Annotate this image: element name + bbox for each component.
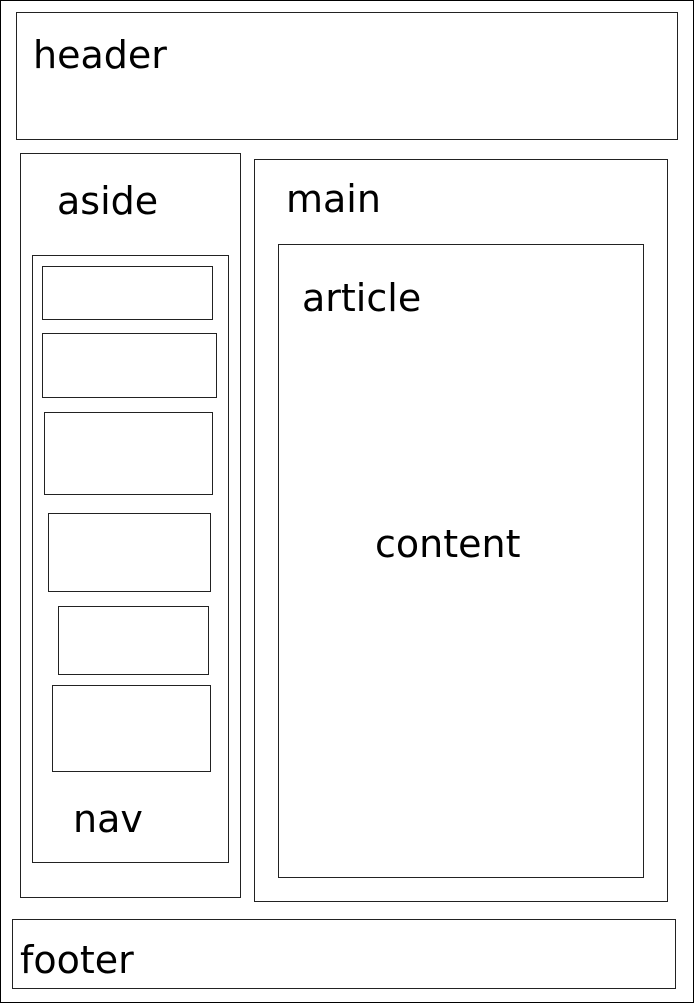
footer-region: [12, 919, 676, 989]
nav-item: [42, 333, 217, 398]
article-region: [278, 244, 644, 878]
content-label: content: [375, 522, 521, 566]
nav-label: nav: [73, 797, 143, 841]
nav-item: [52, 685, 211, 772]
aside-region: [20, 153, 241, 898]
nav-item: [48, 513, 211, 592]
nav-item: [58, 606, 209, 675]
article-label: article: [302, 276, 422, 320]
main-label: main: [286, 177, 381, 221]
nav-region: [32, 255, 229, 863]
footer-label: footer: [20, 938, 134, 982]
nav-item: [42, 266, 213, 320]
nav-item: [44, 412, 213, 495]
header-label: header: [33, 33, 167, 77]
aside-label: aside: [57, 179, 159, 223]
main-region: [254, 159, 668, 902]
header-region: [16, 12, 678, 140]
